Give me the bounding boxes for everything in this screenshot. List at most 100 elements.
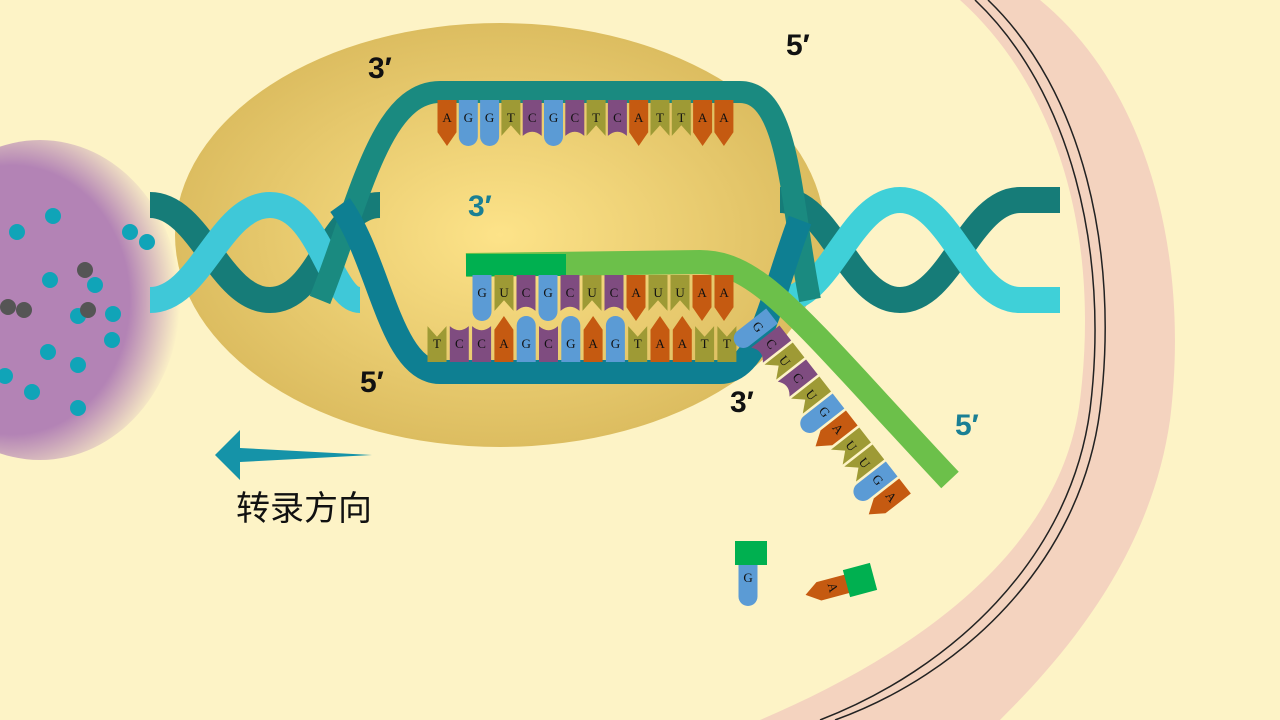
base-shape	[472, 275, 492, 321]
chromatin-dots	[0, 208, 155, 416]
base-shape	[582, 275, 602, 311]
base-letter: T	[723, 336, 731, 351]
base-shape	[650, 100, 670, 136]
base-shape	[607, 100, 627, 136]
coding-base: T	[501, 100, 521, 136]
rna-paired-base: U	[670, 275, 690, 311]
coding-base: A	[437, 100, 457, 146]
base-shape	[583, 316, 603, 362]
base-letter: C	[522, 285, 531, 300]
rna-paired-base: A	[692, 275, 712, 321]
base-letter: C	[544, 336, 553, 351]
template-base: T	[695, 326, 715, 362]
base-shape	[751, 325, 792, 363]
base-shape	[629, 100, 649, 146]
rna-released-base: U	[844, 444, 885, 482]
rna-released-base: C	[751, 325, 792, 363]
base-shape	[586, 100, 606, 136]
rna-released-base: U	[764, 342, 805, 380]
rna-released-base: G	[800, 393, 845, 433]
base-shape	[717, 326, 737, 362]
base-letter: G	[743, 570, 752, 585]
base-shape	[844, 444, 885, 482]
base-shape	[449, 326, 469, 362]
base-shape	[458, 100, 478, 146]
base-shape	[628, 326, 648, 362]
base-letter: A	[697, 285, 707, 300]
base-shape	[815, 410, 858, 447]
label-top-left: 3′	[368, 52, 392, 85]
base-shape	[560, 275, 580, 311]
coding-base: T	[650, 100, 670, 136]
base-shape	[738, 560, 758, 606]
base-letter: A	[442, 110, 452, 125]
base-letter: T	[677, 110, 685, 125]
base-letter: C	[477, 336, 486, 351]
base-letter: T	[634, 336, 642, 351]
base-shape	[830, 427, 871, 465]
base-shape	[544, 100, 563, 146]
base-letter: A	[698, 110, 708, 125]
cell-membrane	[760, 0, 1175, 720]
base-letter: G	[566, 336, 575, 351]
template-base: G	[605, 316, 625, 362]
template-base: C	[472, 326, 492, 362]
base-shape	[853, 461, 898, 501]
base-shape	[480, 100, 500, 146]
direction-arrow-icon	[215, 430, 372, 480]
base-shape	[714, 275, 734, 321]
base-shape	[764, 342, 805, 380]
rna-paired-base: C	[604, 275, 624, 311]
base-shape	[671, 100, 691, 136]
base-letter: T	[507, 110, 515, 125]
base-shape	[648, 275, 668, 311]
base-letter: U	[653, 285, 663, 300]
transcription-direction-caption: 转录方向	[236, 489, 372, 529]
rna-paired-base: A	[714, 275, 734, 321]
base-shape	[494, 275, 514, 311]
base-letter: G	[543, 285, 552, 300]
template-base: A	[583, 316, 603, 362]
template-base: C	[539, 326, 558, 362]
rna-released-base: G	[733, 308, 778, 348]
coding-base: A	[693, 100, 713, 146]
coding-base: C	[565, 100, 585, 136]
base-shape	[693, 100, 713, 146]
label-rna-3prime: 3′	[730, 386, 754, 419]
nucleotide-triphosphate-tag	[735, 541, 767, 565]
chromatin-region	[0, 140, 180, 460]
dna-helix-right	[778, 186, 1060, 314]
rna-paired-base: A	[626, 275, 646, 321]
rna-paired-base: G	[538, 275, 558, 321]
base-shape	[538, 275, 558, 321]
template-base: T	[427, 326, 447, 362]
template-base: C	[449, 326, 469, 362]
base-letter: G	[611, 336, 620, 351]
base-shape	[800, 393, 845, 433]
coding-base: A	[629, 100, 649, 146]
base-shape	[472, 326, 492, 362]
base-letter: G	[522, 336, 531, 351]
base-shape	[604, 275, 624, 311]
rna-5-cap	[466, 254, 566, 276]
base-letter: C	[455, 336, 464, 351]
label-template-3prime: 3′	[468, 190, 492, 223]
coding-base: C	[607, 100, 627, 136]
base-letter: A	[499, 336, 509, 351]
rna-paired-base: G	[472, 275, 492, 321]
base-shape	[791, 376, 832, 414]
base-letter: A	[588, 336, 598, 351]
rna-released-base: U	[791, 376, 832, 414]
base-letter: A	[634, 110, 644, 125]
base-letter: A	[719, 285, 729, 300]
base-shape	[672, 316, 692, 362]
rna-released-base: C	[777, 359, 818, 397]
base-shape	[868, 478, 911, 515]
template-base: A	[494, 316, 514, 362]
base-shape	[427, 326, 447, 362]
base-letter: T	[592, 110, 600, 125]
base-shape	[805, 573, 853, 601]
base-shape	[605, 316, 625, 362]
rna-backbone	[465, 249, 959, 489]
